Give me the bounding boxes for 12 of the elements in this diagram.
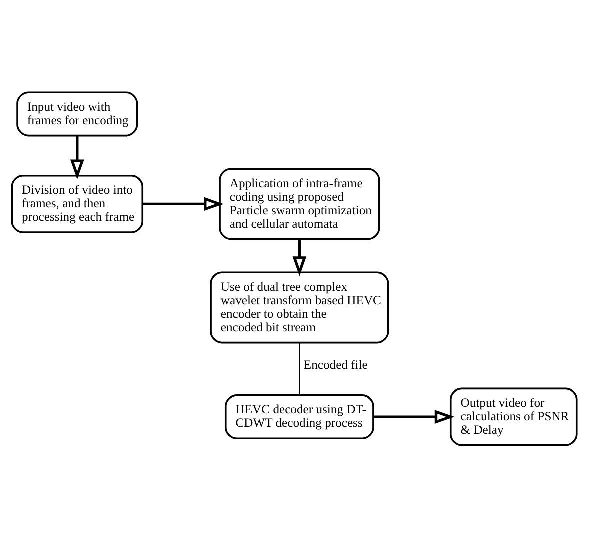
connector	[299, 342, 300, 395]
node-box: Division of video into frames, and then processing each frame	[11, 174, 144, 233]
arrow	[70, 136, 84, 180]
node-box: Input video with frames for encoding	[16, 91, 138, 136]
node-box: Output video for calculations of PSNR & Delay	[450, 387, 578, 446]
arrow	[142, 196, 224, 211]
node-box: Use of dual tree complex wavelet transform based HEVC encoder to obtain the encoded bit stream	[210, 271, 390, 344]
arrow	[292, 239, 307, 276]
node-box: HEVC decoder using DT-CDWT decoding process	[224, 394, 374, 440]
edge-label: Encoded file	[304, 358, 368, 372]
arrow	[374, 410, 455, 424]
node-box: Application of intra-frame coding using proposed Particle swarm optimization and cellular automata	[219, 168, 380, 240]
